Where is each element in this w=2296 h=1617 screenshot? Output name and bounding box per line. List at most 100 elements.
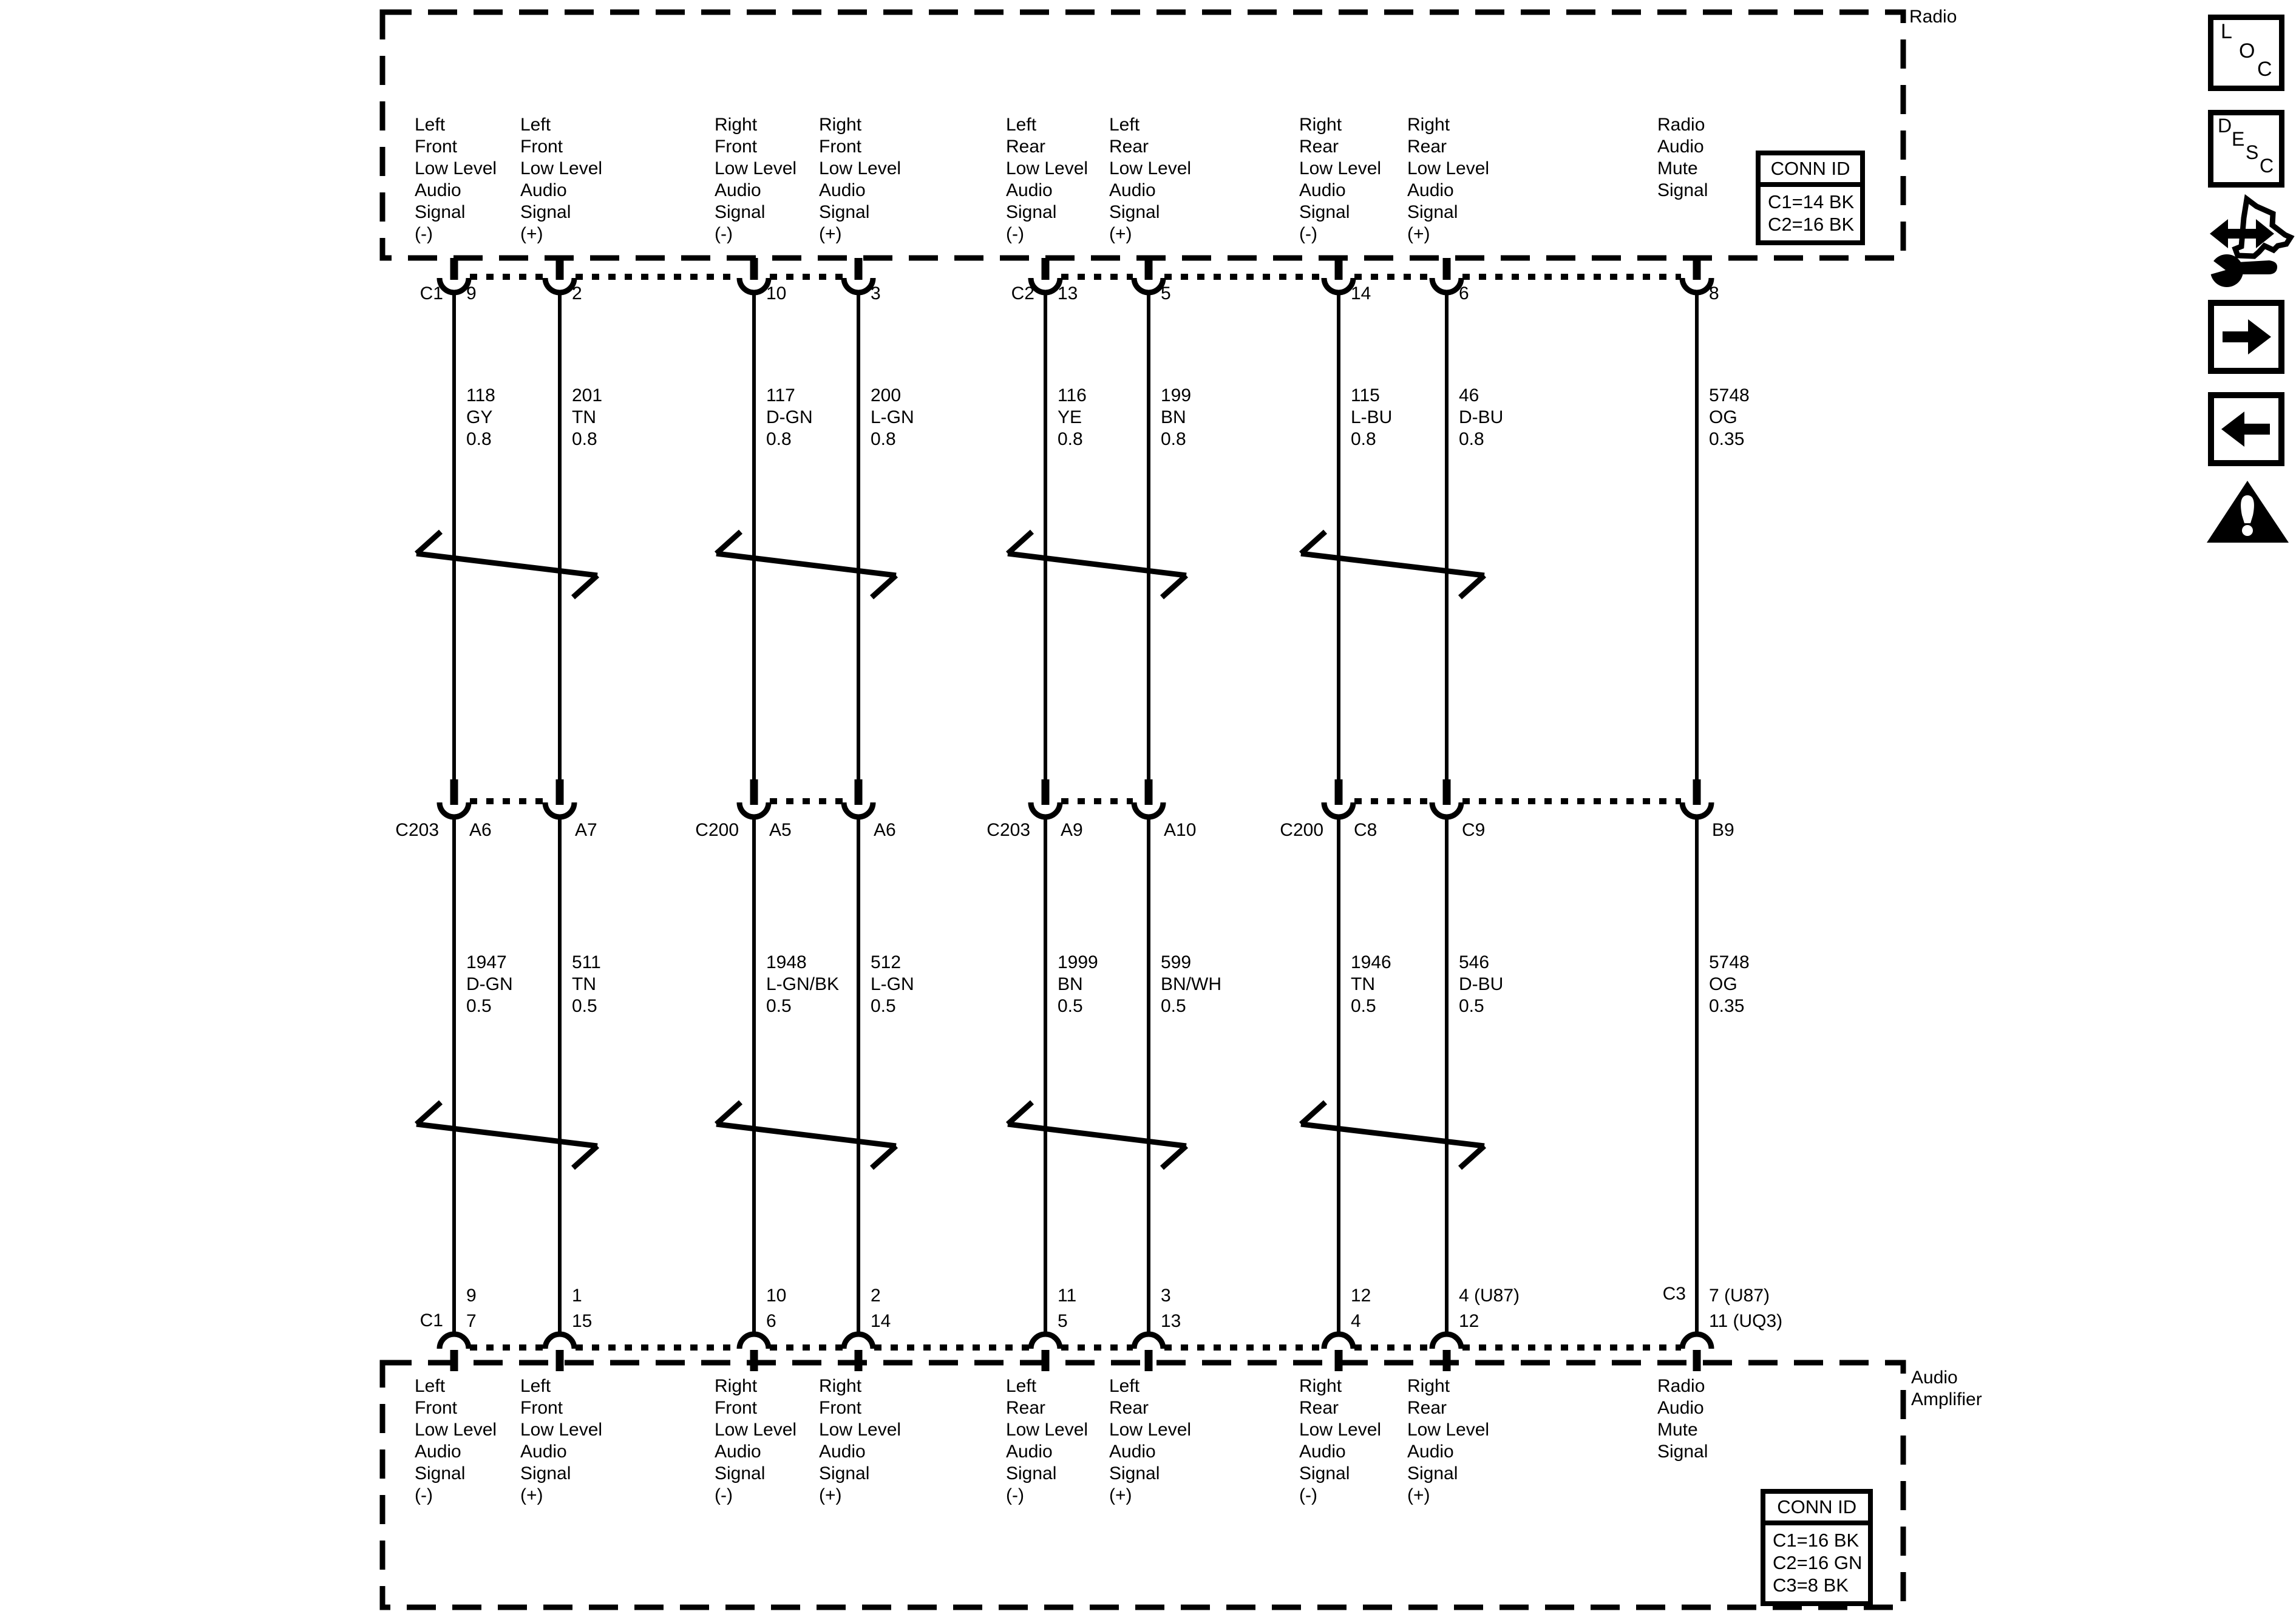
connector-stub: [555, 779, 564, 805]
twist-symbol: [416, 551, 598, 578]
loc-button[interactable]: L O C: [2208, 15, 2284, 91]
inline-cavity-label: C9: [1462, 820, 1486, 840]
amp-pin-labels: 7 (U87) 11 (UQ3): [1709, 1286, 1783, 1331]
connector-arc: [1028, 1331, 1063, 1349]
inline-cavity-label: A6: [469, 820, 492, 840]
wire-spec-lower: 1946 TN 0.5: [1351, 952, 1391, 1016]
desc-letter: S: [2246, 141, 2259, 163]
radio-pin-label: 5: [1161, 283, 1171, 303]
twist-symbol-barb: [1005, 529, 1034, 556]
amplifier-conn-id-box: CONN ID C1=16 BK C2=16 GN C3=8 BK: [1761, 1489, 1873, 1606]
inline-cavity-label: A5: [769, 820, 792, 840]
connector-stub: [1693, 779, 1701, 805]
connector-stub: [1334, 258, 1343, 280]
twist-symbol-barb: [1005, 1100, 1034, 1127]
signal-label-top: Right Front Low Level Audio Signal (-): [715, 115, 797, 244]
connector-stub: [1334, 779, 1343, 805]
connector-arc: [436, 1331, 472, 1349]
amp-pin-labels: 10 6: [766, 1286, 787, 1331]
signal-label-bottom: Left Front Low Level Audio Signal (+): [520, 1376, 603, 1505]
previous-page-button[interactable]: [2208, 392, 2284, 466]
twist-symbol-barb: [414, 1100, 443, 1127]
twist-symbol: [716, 1121, 897, 1149]
connector-arc: [736, 1331, 772, 1349]
wire-spec-lower: 1999 BN 0.5: [1058, 952, 1098, 1016]
pointer-outline-glyph: [2232, 194, 2295, 259]
connector-stub: [450, 1350, 458, 1371]
wire-spec-lower: 1947 D-GN 0.5: [466, 952, 513, 1016]
connector-stub: [1693, 1350, 1701, 1371]
connector-stub: [1334, 1350, 1343, 1371]
radio-pin-label: 3: [871, 283, 881, 303]
twist-symbol-barb: [714, 1100, 743, 1127]
connector-stub: [750, 779, 758, 805]
wire-spec-lower: 5748 OG 0.35: [1709, 952, 1750, 1016]
twist-symbol-barb: [714, 529, 743, 556]
inline-connector-label: C203: [395, 820, 439, 840]
twist-symbol: [1007, 551, 1187, 578]
amp-pin-labels: 3 13: [1161, 1286, 1181, 1331]
twist-symbol-barb: [1458, 573, 1487, 600]
radio-connector-label: C2: [1011, 283, 1034, 303]
connector-stub: [1442, 779, 1451, 805]
wire-spec-upper: 200 L-GN 0.8: [871, 385, 914, 449]
connector-stub: [1144, 1350, 1153, 1371]
wrench-arrows-icon[interactable]: [2209, 194, 2295, 287]
conn-id-title: CONN ID: [1761, 155, 1861, 187]
conn-id-rows: C1=16 BK C2=16 GN C3=8 BK: [1773, 1530, 1863, 1596]
signal-label-top: Right Rear Low Level Audio Signal (+): [1407, 115, 1490, 244]
wire-spec-lower: 511 TN 0.5: [572, 952, 601, 1016]
desc-button[interactable]: D E S C: [2208, 110, 2284, 188]
connector-stub: [1442, 258, 1451, 280]
twist-symbol-barb: [1160, 573, 1189, 600]
radio-pin-label: 14: [1351, 283, 1371, 303]
signal-label-top: Left Front Low Level Audio Signal (+): [520, 115, 603, 244]
wire-spec-lower: 512 L-GN 0.5: [871, 952, 914, 1016]
connector-arc: [542, 1331, 577, 1349]
signal-label-top: Right Rear Low Level Audio Signal (-): [1299, 115, 1382, 244]
wire-spec-upper: 116 YE 0.8: [1058, 385, 1087, 449]
right-arrow-icon: [2223, 319, 2271, 354]
wire-spec-upper: 118 GY 0.8: [466, 385, 495, 449]
amp-pin-labels: 2 14: [871, 1286, 891, 1331]
warning-icon[interactable]: [2207, 481, 2289, 543]
connector-stub: [1442, 1350, 1451, 1371]
connector-arc: [1679, 1331, 1714, 1349]
wire-spec-lower: 546 D-BU 0.5: [1459, 952, 1504, 1016]
wiring-layer: [414, 258, 1714, 1371]
twist-symbol-barb: [869, 1144, 898, 1170]
twist-symbol: [1007, 1121, 1187, 1149]
amp-pin-labels: 1 15: [572, 1286, 593, 1331]
desc-letter: C: [2260, 155, 2274, 177]
signal-label-top: Right Front Low Level Audio Signal (+): [819, 115, 902, 244]
conn-id-title: CONN ID: [1765, 1494, 1869, 1525]
desc-letter: D: [2218, 115, 2232, 137]
radio-conn-id-box: CONN ID C1=14 BK C2=16 BK: [1756, 151, 1866, 245]
inline-connector-label: C203: [987, 820, 1030, 840]
radio-pin-label: 8: [1709, 283, 1719, 303]
wire-spec-upper: 5748 OG 0.35: [1709, 385, 1750, 449]
loc-letter: O: [2239, 39, 2255, 63]
connector-arc: [1131, 1331, 1166, 1349]
signal-label-bottom: Left Rear Low Level Audio Signal (-): [1006, 1376, 1089, 1505]
signal-label-top: Left Rear Low Level Audio Signal (-): [1006, 115, 1089, 244]
connector-stub: [450, 258, 458, 280]
signal-label-top: Left Front Low Level Audio Signal (-): [415, 115, 497, 244]
radio-pin-label: 9: [466, 283, 477, 303]
inline-cavity-label: A9: [1061, 820, 1083, 840]
loc-letter: C: [2257, 58, 2272, 81]
wire-spec-upper: 115 L-BU 0.8: [1351, 385, 1393, 449]
wrench-handle: [2227, 260, 2278, 274]
amp-connector-label: C3: [1662, 1284, 1686, 1304]
next-page-button[interactable]: [2208, 300, 2284, 374]
amp-connector-label: C1: [419, 1310, 443, 1331]
inline-cavity-label: A10: [1164, 820, 1197, 840]
inline-connector-label: C200: [695, 820, 739, 840]
radio-title: Radio: [1909, 7, 1957, 27]
inline-cavity-label: A7: [575, 820, 597, 840]
signal-label-bottom: Right Front Low Level Audio Signal (-): [715, 1376, 797, 1505]
desc-letter: E: [2232, 128, 2245, 150]
twist-symbol-barb: [1299, 529, 1328, 556]
wire-spec-upper: 199 BN 0.8: [1161, 385, 1192, 449]
